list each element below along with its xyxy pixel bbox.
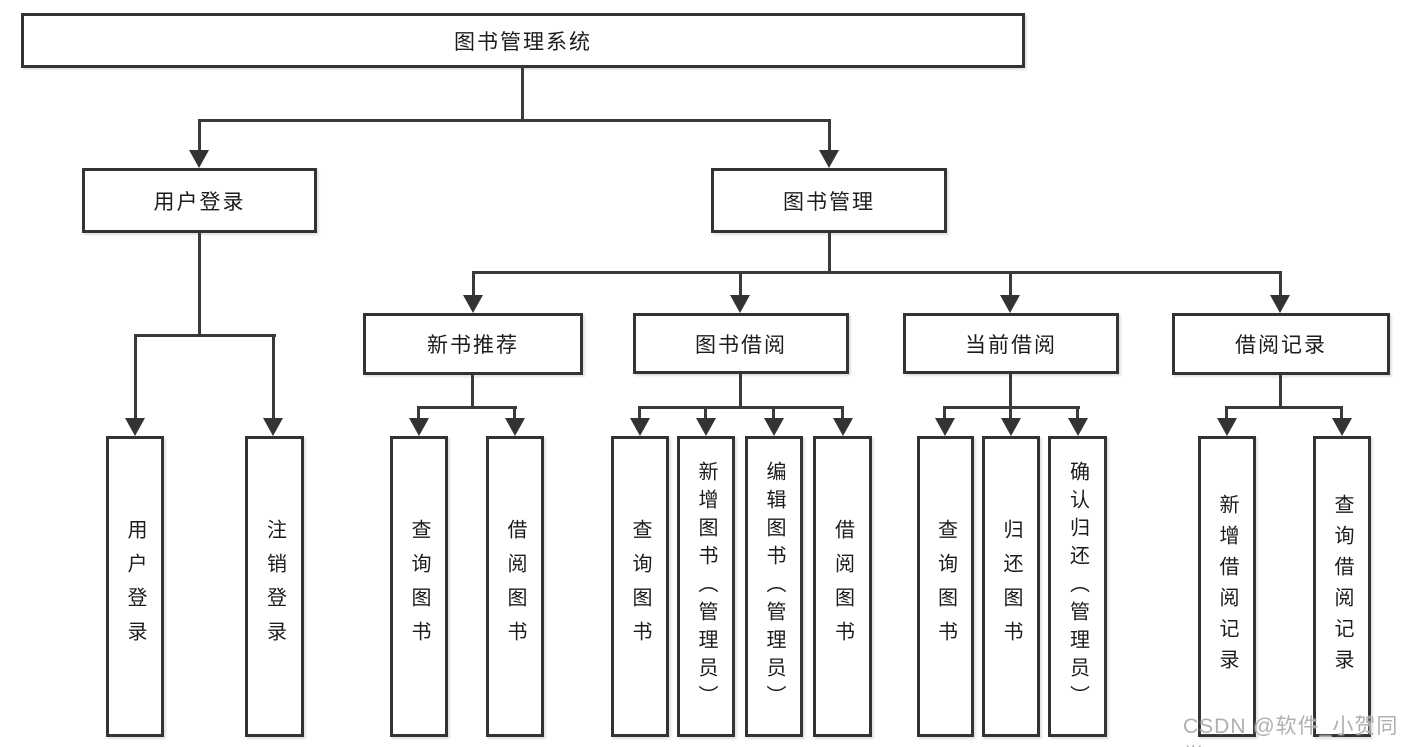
leaf-confirm-return-admin: 确认归还（管理员）: [1048, 436, 1107, 737]
leaf-label: 注销登录: [263, 518, 286, 655]
connector-line: [513, 406, 516, 420]
leaf-label: 借阅图书: [831, 518, 854, 655]
node-label: 新书推荐: [427, 334, 519, 357]
leaf-query-borrow-record: 查询借阅记录: [1313, 436, 1371, 737]
connector-line: [1009, 406, 1012, 420]
connector-line: [472, 271, 1282, 274]
arrow-down: [630, 418, 650, 436]
connector-line: [417, 406, 517, 409]
leaf-user-login: 用户登录: [106, 436, 164, 737]
connector-line: [417, 406, 420, 420]
connector-line: [134, 334, 137, 420]
arrow-down: [1217, 418, 1237, 436]
connector-line: [1076, 406, 1079, 420]
connector-line: [1279, 375, 1282, 409]
connector-line: [772, 406, 775, 420]
connector-line: [472, 271, 475, 297]
arrow-down: [1001, 418, 1021, 436]
node-library-management-system: 图书管理系统: [21, 13, 1025, 68]
arrow-down: [1000, 295, 1020, 313]
arrow-down: [409, 418, 429, 436]
leaf-label: 归还图书: [1000, 518, 1022, 655]
arrow-down: [833, 418, 853, 436]
node-label: 用户登录: [153, 190, 246, 214]
leaf-borrow-books-recommend: 借阅图书: [486, 436, 544, 737]
arrow-down: [263, 418, 283, 436]
node-label: 借阅记录: [1235, 334, 1327, 357]
leaf-return-book: 归还图书: [982, 436, 1040, 737]
node-borrowing-records: 借阅记录: [1172, 313, 1390, 375]
arrow-down: [730, 295, 750, 313]
arrow-down: [505, 418, 525, 436]
connector-line: [943, 406, 946, 420]
node-user-login: 用户登录: [82, 168, 317, 233]
node-label: 图书管理: [783, 190, 875, 214]
arrow-down: [935, 418, 955, 436]
connector-line: [638, 406, 844, 409]
arrow-down: [764, 418, 784, 436]
leaf-borrow-books-borrowing: 借阅图书: [813, 436, 872, 737]
leaf-query-books-recommend: 查询图书: [390, 436, 448, 737]
leaf-label: 查询图书: [408, 518, 430, 655]
arrow-down: [189, 150, 209, 168]
connector-line: [1009, 374, 1012, 409]
leaf-query-books-borrowing: 查询图书: [611, 436, 669, 737]
leaf-label: 确认归还（管理员）: [1066, 460, 1089, 713]
leaf-query-books-current: 查询图书: [917, 436, 974, 737]
node-current-borrowing: 当前借阅: [903, 313, 1119, 374]
leaf-label: 借阅图书: [504, 518, 526, 655]
connector-line: [134, 334, 276, 337]
arrow-down: [696, 418, 716, 436]
connector-line: [638, 406, 641, 420]
leaf-label: 编辑图书（管理员）: [763, 460, 785, 713]
connector-line: [1225, 406, 1228, 420]
connector-line: [739, 374, 742, 409]
leaf-add-borrow-record: 新增借阅记录: [1198, 436, 1256, 737]
leaf-label: 新增图书（管理员）: [695, 460, 717, 713]
arrow-down: [1332, 418, 1352, 436]
connector-line: [198, 119, 831, 122]
leaf-label: 查询借阅记录: [1331, 493, 1353, 680]
leaf-logout: 注销登录: [245, 436, 304, 737]
connector-line: [471, 375, 474, 409]
connector-line: [1225, 406, 1343, 409]
connector-line: [1340, 406, 1343, 420]
arrow-down: [1270, 295, 1290, 313]
connector-line: [739, 271, 742, 297]
arrow-down: [1068, 418, 1088, 436]
arrow-down: [819, 150, 839, 168]
leaf-label: 用户登录: [124, 518, 146, 655]
node-book-management: 图书管理: [711, 168, 947, 233]
leaf-edit-book-admin: 编辑图书（管理员）: [745, 436, 803, 737]
leaf-label: 查询图书: [629, 518, 651, 655]
node-new-book-recommendation: 新书推荐: [363, 313, 583, 375]
node-label: 图书借阅: [695, 333, 787, 357]
connector-line: [828, 119, 831, 152]
node-book-borrowing: 图书借阅: [633, 313, 849, 374]
connector-line: [828, 233, 831, 274]
node-label: 图书管理系统: [454, 30, 592, 54]
node-label: 当前借阅: [965, 333, 1057, 357]
arrow-down: [125, 418, 145, 436]
connector-line: [198, 119, 201, 152]
leaf-label: 查询图书: [934, 518, 957, 655]
connector-line: [1279, 271, 1282, 297]
connector-line: [198, 233, 201, 337]
connector-line: [272, 334, 275, 420]
connector-line: [704, 406, 707, 420]
arrow-down: [463, 295, 483, 313]
leaf-label: 新增借阅记录: [1216, 493, 1238, 680]
connector-line: [521, 66, 524, 120]
connector-line: [841, 406, 844, 420]
leaf-add-book-admin: 新增图书（管理员）: [677, 436, 735, 737]
connector-line: [1009, 271, 1012, 297]
